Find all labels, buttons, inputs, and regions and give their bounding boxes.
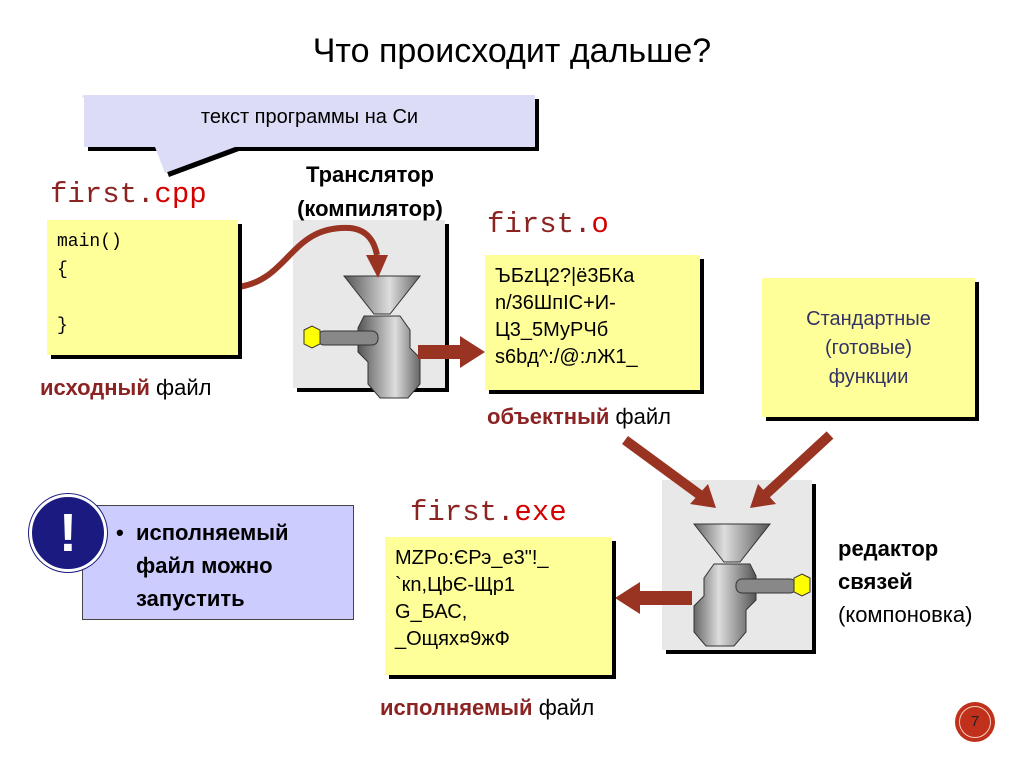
exe-content-box: MZPo:ЄРэ_е3"!_ `кn,ЦbЄ-Щр1 G_БАС, _Ощях¤… [385, 537, 612, 675]
arrow-compiler-to-object [418, 345, 463, 359]
arrow-linker-to-exe [636, 591, 692, 605]
stdlib-box: Стандартные (готовые) функции [762, 278, 975, 417]
callout-shape [82, 95, 540, 177]
translator-line2: (компилятор) [297, 196, 443, 221]
linker-line2: связей [838, 569, 913, 594]
page-number: 7 [959, 706, 991, 738]
code-line: } [57, 316, 68, 336]
content-line: Ц3_5МуРЧб [495, 319, 609, 341]
translator-label: Транслятор (компилятор) [270, 158, 470, 226]
flow-arrows [237, 224, 834, 614]
code-line: { [57, 260, 68, 280]
content-line: G_БАС, [395, 601, 468, 623]
code-line: main() [57, 232, 122, 252]
content-line: s6bд^:/@:лЖ1_ [495, 346, 638, 368]
content-line: `кn,ЦbЄ-Щр1 [395, 574, 516, 596]
note-line: •исполняемый [116, 516, 353, 549]
note-box: •исполняемый файл можно запустить [82, 505, 354, 620]
object-filename: first.o [487, 208, 609, 241]
content-line: n/36ШпIC+И- [495, 292, 616, 314]
exclamation-icon: ! [29, 494, 107, 572]
arrow-head-compiler [366, 255, 388, 278]
linker-line1: редактор [838, 536, 939, 561]
stdlib-line: Стандартные [806, 308, 931, 330]
object-content-box: ЪБzЦ2?|ё3БКа n/36ШпIC+И- Ц3_5МуРЧб s6bд^… [485, 255, 700, 390]
object-label: объектный файл [487, 404, 671, 429]
content-line: ЪБzЦ2?|ё3БКа [495, 265, 635, 287]
arrow-source-to-compiler [237, 224, 380, 290]
page-number-badge: 7 [955, 702, 995, 742]
code-line [57, 284, 228, 312]
content-line: _Ощях¤9жФ [395, 628, 510, 650]
translator-line1: Транслятор [306, 162, 434, 187]
exe-label: исполняемый файл [380, 695, 595, 720]
source-label: исходный файл [40, 375, 212, 400]
arrow-stdlib-to-linker [761, 431, 834, 499]
callout-text: текст программы на Си [200, 106, 419, 128]
exe-filename: first.exe [410, 496, 567, 529]
linker-line3: (компоновка) [838, 602, 973, 627]
linker-label: редактор связей (компоновка) [838, 532, 972, 631]
content-line: MZPo:ЄРэ_е3"!_ [395, 547, 549, 569]
arrow-object-to-linker [622, 435, 703, 500]
source-code-box: main() { } [47, 220, 238, 355]
source-filename: first.cpp [50, 178, 207, 211]
note-bullet: • [116, 520, 124, 545]
stdlib-line: функции [828, 366, 909, 388]
slide-title: Что происходит дальше? [312, 32, 712, 70]
note-line: запустить [136, 586, 245, 611]
note-line: файл можно [136, 553, 273, 578]
stdlib-line: (готовые) [824, 337, 913, 359]
